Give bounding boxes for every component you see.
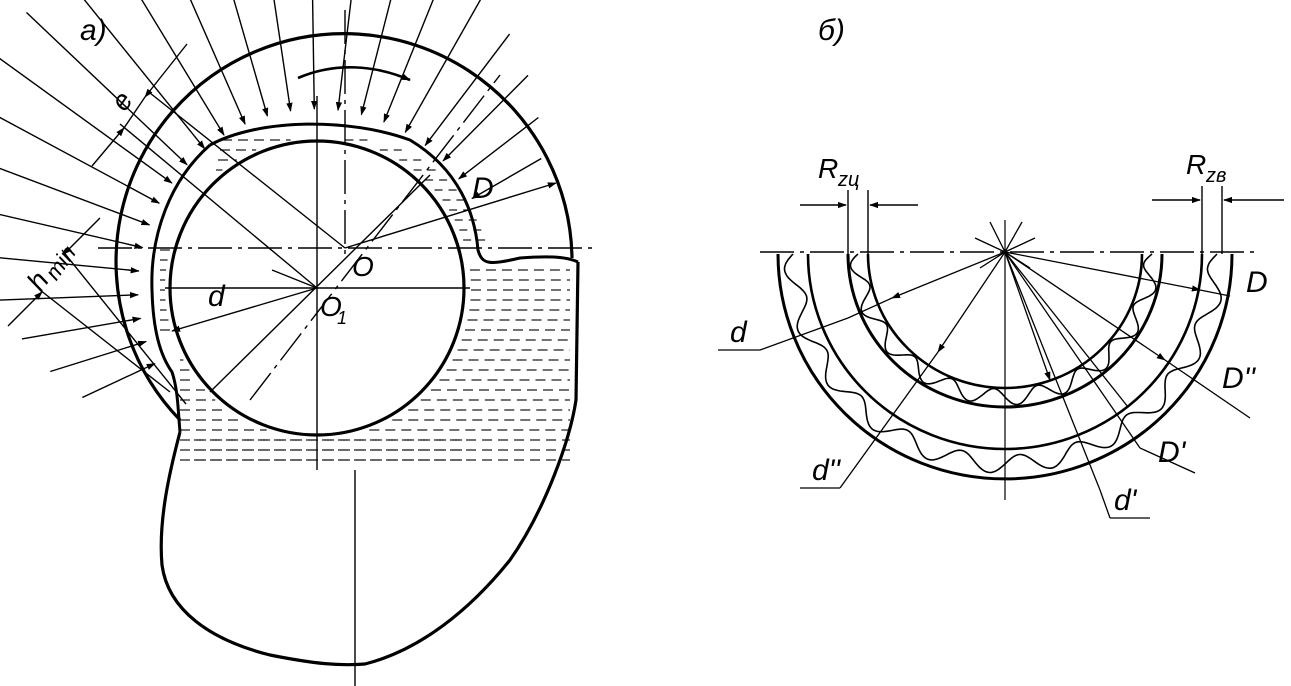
pressure-distribution-arrows (0, 0, 542, 399)
label-Rzv: R zв (1186, 149, 1226, 187)
shaft-outer-arc (846, 253, 1164, 409)
pressure-arrow (404, 0, 482, 134)
pressure-arrow (471, 157, 542, 200)
pressure-arrow (383, 0, 434, 123)
label-e: e (104, 86, 138, 117)
label-b-d2: d'' (812, 454, 841, 487)
figure-b-surface-roughness: б) R zц R zв D D'' D' d d'' d' (718, 14, 1284, 519)
svg-text:zц: zц (837, 169, 859, 191)
eccentricity-dimension (91, 43, 346, 289)
pressure-arrow (360, 0, 392, 116)
figure-a-journal-bearing: a) e h min D O O 1 d (0, 0, 598, 686)
label-O: O (352, 251, 374, 282)
pressure-arrow (26, 11, 188, 166)
pressure-arrow (50, 340, 148, 373)
label-Rzu: R zц (818, 153, 859, 191)
panel-label-b: б) (818, 14, 845, 47)
pressure-arrow (189, 0, 246, 125)
svg-text:1: 1 (337, 308, 347, 328)
panel-label-a: a) (80, 14, 107, 47)
pressure-envelope-curve (159, 261, 580, 667)
bearing-roughness-profile (783, 253, 1223, 474)
shaft-inner-arc (866, 253, 1144, 390)
shaft-center-lines (165, 96, 470, 686)
pressure-arrow (0, 291, 139, 301)
label-d: d (208, 280, 226, 313)
label-b-D1: D' (1158, 436, 1187, 469)
bearing-inner-arc (806, 253, 1204, 451)
rz-dimensions (800, 186, 1284, 254)
oil-film-hatching (160, 139, 570, 461)
pressure-arrow (0, 57, 173, 184)
center-lines (98, 10, 598, 401)
hmin-dimension (7, 217, 187, 405)
radius-D-arrow (344, 182, 557, 249)
svg-text:O: O (320, 291, 342, 322)
shaft-roughness-profile (849, 253, 1157, 406)
label-D: D (472, 172, 494, 205)
pressure-arrow (0, 213, 144, 249)
pressure-arrow (458, 116, 539, 180)
label-b-D: D (1246, 266, 1268, 299)
pressure-arrow (0, 116, 161, 204)
label-O1: O 1 (320, 291, 347, 328)
rotation-arrow (297, 66, 411, 82)
pressure-arrow (424, 33, 511, 147)
pressure-arrow (233, 0, 269, 117)
pressure-arrow (83, 0, 206, 150)
label-b-D2: D'' (1222, 362, 1256, 395)
oil-boundary (209, 122, 579, 264)
pressure-arrow (21, 316, 142, 340)
label-hmin: h min (21, 241, 81, 296)
bearing-circle-D (114, 32, 574, 422)
label-b-d1: d' (1114, 484, 1138, 517)
bearing-outer-arc (776, 253, 1234, 481)
pressure-arrow (0, 257, 140, 274)
pressure-arrow (335, 0, 352, 112)
label-b-d: d (730, 316, 748, 349)
svg-text:zв: zв (1205, 165, 1226, 187)
pressure-arrow (311, 0, 318, 110)
pressure-arrow (141, 0, 225, 136)
radius-d-arrow (171, 287, 318, 332)
pressure-arrow (273, 0, 293, 112)
svg-text:R: R (818, 153, 838, 184)
svg-text:R: R (1186, 149, 1206, 180)
pressure-arrow (442, 74, 529, 162)
radial-lines (718, 221, 1251, 519)
